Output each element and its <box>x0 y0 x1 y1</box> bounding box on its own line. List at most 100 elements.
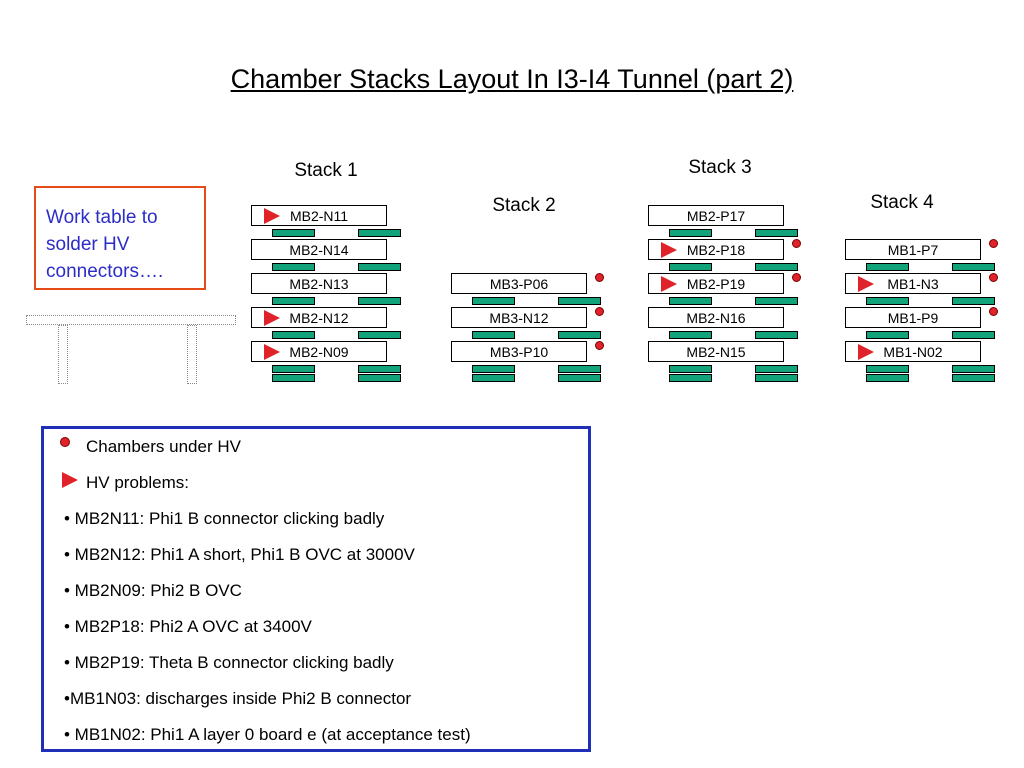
chamber-support-pad <box>952 263 995 271</box>
under-hv-dot-icon <box>792 239 801 248</box>
chamber-support-pad <box>272 263 315 271</box>
hv-problem-item: • MB2N09: Phi2 B OVC <box>64 581 242 600</box>
chamber-support-pad <box>669 229 712 237</box>
work-table-leg-right <box>187 325 197 384</box>
chamber-support-pad <box>272 297 315 305</box>
chamber-support-pad <box>558 331 601 339</box>
chamber-support-pad <box>952 297 995 305</box>
chamber-name: MB2-N12 <box>289 310 349 326</box>
chamber-name: MB2-N11 <box>289 208 349 224</box>
chamber-support-pad <box>358 374 401 382</box>
chamber-support-pad <box>558 365 601 373</box>
chamber-box: MB2-N09 <box>251 341 387 362</box>
chamber-support-pad <box>358 229 401 237</box>
chamber-support-pad <box>952 331 995 339</box>
chamber-support-pad <box>669 374 712 382</box>
work-table-top <box>26 315 236 325</box>
chamber-support-pad <box>866 331 909 339</box>
hv-problem-item: •MB1N03: discharges inside Phi2 B connec… <box>64 689 412 708</box>
chamber-support-pad <box>472 331 515 339</box>
work-table-note: Work table to solder HV connectors…. <box>34 186 206 290</box>
chamber-name: MB3-P10 <box>489 344 549 360</box>
chamber-support-pad <box>866 263 909 271</box>
under-hv-dot-icon <box>595 341 604 350</box>
chamber-box: MB3-N12 <box>451 307 604 328</box>
chamber-support-pad <box>755 263 798 271</box>
chamber-box: MB1-N3 <box>845 273 998 294</box>
chamber-support-pad <box>669 331 712 339</box>
hv-problem-triangle-icon <box>264 310 280 326</box>
chamber-support-pad <box>755 331 798 339</box>
hv-problem-triangle-icon <box>661 276 677 292</box>
hv-problem-triangle-icon <box>858 276 874 292</box>
chamber-box: MB1-P7 <box>845 239 998 260</box>
under-hv-dot-icon <box>792 273 801 282</box>
chamber-support-pad <box>866 365 909 373</box>
chamber-support-pad <box>755 374 798 382</box>
hv-problem-item: • MB2N11: Phi1 B connector clicking badl… <box>64 509 385 528</box>
chamber-support-pad <box>866 297 909 305</box>
hv-problem-triangle-icon <box>858 344 874 360</box>
chamber-box: MB2-N12 <box>251 307 387 328</box>
chamber-name: MB1-P7 <box>887 242 939 258</box>
chamber-support-pad <box>358 365 401 373</box>
chamber-support-pad <box>755 297 798 305</box>
chamber-support-pad <box>558 297 601 305</box>
chamber-support-pad <box>358 263 401 271</box>
under-hv-dot-icon <box>595 273 604 282</box>
chamber-support-pad <box>272 365 315 373</box>
hv-problem-triangle-icon <box>264 208 280 224</box>
chamber-support-pad <box>358 331 401 339</box>
chamber-name: MB1-P9 <box>887 310 939 326</box>
chamber-box: MB1-N02 <box>845 341 981 362</box>
chamber-box: MB2-N16 <box>648 307 784 328</box>
chamber-support-pad <box>558 374 601 382</box>
chamber-name: MB2-N16 <box>686 310 746 326</box>
work-table-leg-left <box>58 325 68 384</box>
chamber-box: MB2-P18 <box>648 239 801 260</box>
hv-problem-item: • MB2P18: Phi2 A OVC at 3400V <box>64 617 312 636</box>
under-hv-dot-icon <box>989 239 998 248</box>
page-title: Chamber Stacks Layout In I3-I4 Tunnel (p… <box>230 64 794 94</box>
chamber-support-pad <box>272 229 315 237</box>
chamber-box: MB3-P06 <box>451 273 604 294</box>
chamber-name: MB2-P18 <box>686 242 746 258</box>
chamber-name: MB1-N3 <box>887 276 939 292</box>
under-hv-dot-icon <box>595 307 604 316</box>
chamber-name: MB2-N14 <box>289 242 349 258</box>
chamber-box: MB2-P17 <box>648 205 784 226</box>
chamber-name: MB2-P19 <box>686 276 746 292</box>
chamber-support-pad <box>669 365 712 373</box>
stack-label: Stack 3 <box>688 157 752 178</box>
work-table-text: Work table to solder HV connectors…. <box>46 207 164 282</box>
chamber-box: MB2-N15 <box>648 341 784 362</box>
hv-problem-item: • MB2N12: Phi1 A short, Phi1 B OVC at 30… <box>64 545 415 564</box>
hv-problem-triangle-icon <box>661 242 677 258</box>
chamber-support-pad <box>472 365 515 373</box>
chamber-support-pad <box>866 374 909 382</box>
chamber-support-pad <box>272 374 315 382</box>
chamber-support-pad <box>358 297 401 305</box>
chamber-support-pad <box>755 229 798 237</box>
legend-under-hv-dot <box>60 437 70 447</box>
stack-label: Stack 1 <box>294 160 358 181</box>
under-hv-dot-icon <box>989 273 998 282</box>
stack-label: Stack 2 <box>492 195 556 216</box>
hv-problem-triangle-icon <box>264 344 280 360</box>
chamber-support-pad <box>669 297 712 305</box>
legend-hv-problems-label: HV problems: <box>86 473 189 492</box>
chamber-box: MB2-N14 <box>251 239 387 260</box>
stack-label: Stack 4 <box>870 192 934 213</box>
chamber-support-pad <box>272 331 315 339</box>
legend-hv-problem-triangle <box>62 472 78 488</box>
chamber-name: MB1-N02 <box>883 344 943 360</box>
chamber-support-pad <box>755 365 798 373</box>
chamber-name: MB2-N13 <box>289 276 349 292</box>
chamber-support-pad <box>669 263 712 271</box>
chamber-name: MB2-N09 <box>289 344 349 360</box>
chamber-box: MB3-P10 <box>451 341 604 362</box>
chamber-name: MB2-N15 <box>686 344 746 360</box>
chamber-support-pad <box>472 374 515 382</box>
under-hv-dot-icon <box>989 307 998 316</box>
legend-box: Chambers under HV HV problems: • MB2N11:… <box>41 426 591 752</box>
